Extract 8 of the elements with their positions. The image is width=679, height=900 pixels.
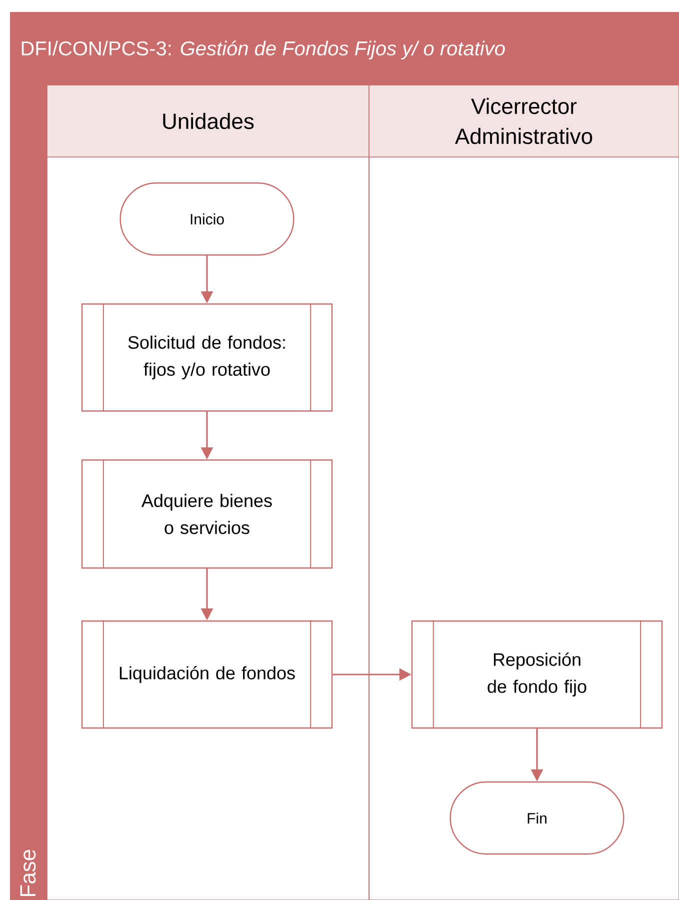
- terminator: Inicio: [120, 182, 294, 256]
- process-box: Adquiere bienes o servicios: [81, 458, 333, 570]
- process-box: Liquidación de fondos: [81, 620, 333, 730]
- terminator: Fin: [450, 781, 624, 855]
- phase-label: Fase: [20, 850, 36, 896]
- title: DFI/CON/PCS-3: Gestión de Fondos Fijos y/ o rotativo: [22, 40, 505, 60]
- process-box: Reposición de fondo fijo: [411, 620, 663, 730]
- process-box: Solicitud de fondos: fijos y/o rotativo: [81, 302, 333, 412]
